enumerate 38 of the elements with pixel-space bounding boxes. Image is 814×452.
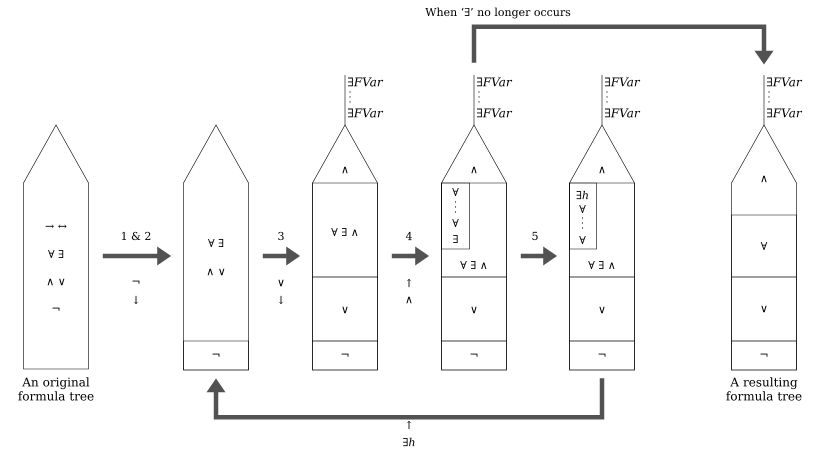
quantifier-box: ∃h ∀ ∀ [569,182,597,250]
edge-label: 1 & 2 [120,230,152,242]
tree-section: ¬ [569,340,635,370]
quantifier-box: ∀ ∀ ∃ [441,182,470,250]
formula-tree: → ↔ ∀ ∃ ∧ ∨ ¬ [23,124,89,370]
variable-label: ∃FVar [348,108,384,118]
tree-section: ∨ [441,276,507,342]
operator-label: ↑ [406,278,412,288]
variable-label: ∃FVar [477,78,512,86]
variable-label: ∃FVar [605,78,640,86]
tree-section: ∀ ∃ ∧ [312,182,378,278]
node-label: An original formula tree [18,377,94,401]
edge-label: 4 [404,230,414,242]
variable-label: ∃FVar [348,78,384,86]
tree-section: ¬ [441,340,507,370]
node-label: A resulting formula tree [726,377,802,401]
variable-label: ∃FVar [767,108,802,118]
operator-label: ¬ [132,280,140,284]
tree-section: ¬ [312,340,378,370]
tree-section: ¬ [183,340,249,370]
variable-label: ∃FVar [767,78,802,86]
tree-section: ∨ [731,276,797,342]
operator-label: ∃h [403,438,415,446]
edge-label: 3 [276,230,286,242]
tree-section: ∀ [731,214,797,278]
arrow [206,378,604,420]
variable-label: ∃FVar [605,108,640,118]
operator-label: ↑ [406,420,412,430]
edge-label: When ‘∃’ no longer occurs [424,6,572,20]
tree-section: ¬ [731,340,797,370]
edge-label: 5 [530,230,540,242]
variable-label: ∃FVar [477,108,512,118]
operator-label: ∧ [406,296,412,304]
tree-section: ∨ [312,276,378,342]
tree-section: ∨ [569,276,635,342]
operator-label: ↓ [278,296,284,304]
operator-label: ∨ [278,280,284,286]
operator-label: ↓ [134,296,138,304]
